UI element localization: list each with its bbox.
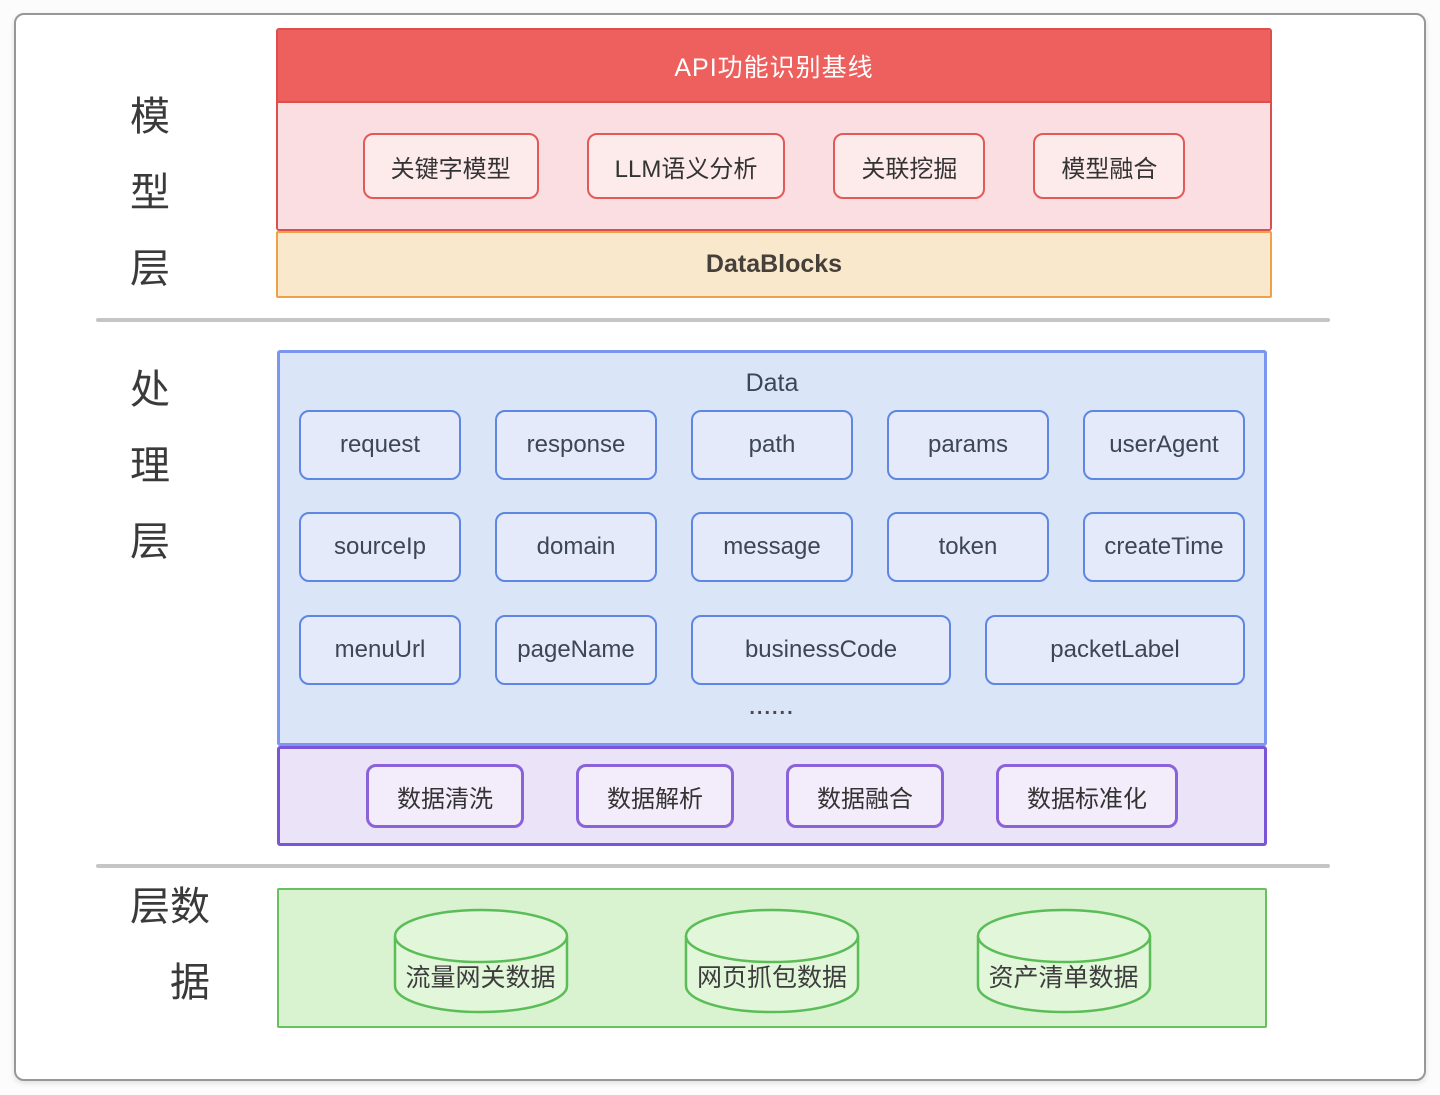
- model-layer-stack: API功能识别基线 关键字模型 LLM语义分析 关联挖掘 模型融合 DataBl…: [276, 28, 1272, 298]
- field-chip-token: token: [887, 512, 1049, 582]
- field-chip-packetlabel: packetLabel: [985, 615, 1245, 685]
- field-chip-useragent: userAgent: [1083, 410, 1245, 480]
- data-source-assets: 资产清单数据: [974, 906, 1154, 1018]
- section-divider-top: [96, 318, 1330, 322]
- step-chip-standardization: 数据标准化: [996, 764, 1178, 828]
- more-fields-ellipsis: ......: [749, 697, 795, 719]
- field-chip-menuurl: menuUrl: [299, 615, 461, 685]
- layer-label-processing: 处理层: [124, 368, 168, 596]
- field-chip-sourceip: sourceIp: [299, 512, 461, 582]
- model-body: 关键字模型 LLM语义分析 关联挖掘 模型融合: [278, 101, 1270, 229]
- data-source-label: 网页抓包数据: [696, 964, 847, 992]
- step-chip-parsing: 数据解析: [576, 764, 734, 828]
- model-frame: API功能识别基线 关键字模型 LLM语义分析 关联挖掘 模型融合: [276, 28, 1272, 231]
- field-chip-businesscode: businessCode: [691, 615, 951, 685]
- field-chip-createtime: createTime: [1083, 512, 1245, 582]
- data-source-label: 资产清单数据: [988, 964, 1139, 992]
- section-divider-bottom: [96, 864, 1330, 868]
- field-chip-pagename: pageName: [495, 615, 657, 685]
- model-chip-llm: LLM语义分析: [586, 133, 786, 199]
- field-chip-request: request: [299, 410, 461, 480]
- field-chip-message: message: [691, 512, 853, 582]
- processing-steps-box: 数据清洗 数据解析 数据融合 数据标准化: [277, 746, 1267, 846]
- diagram-card: 模型层 处理层 数据层 API功能识别基线 关键字模型 LLM语义分析 关联挖掘…: [14, 13, 1426, 1081]
- database-cylinder-icon: [393, 908, 568, 1014]
- step-chip-cleaning: 数据清洗: [366, 764, 524, 828]
- field-chip-path: path: [691, 410, 853, 480]
- layer-label-data: 数据层: [124, 885, 208, 1037]
- model-chip-association: 关联挖掘: [833, 133, 986, 199]
- database-cylinder-icon: [684, 908, 860, 1014]
- field-row-3: menuUrl pageName businessCode packetLabe…: [299, 615, 1245, 685]
- step-chip-fusion: 数据融合: [786, 764, 944, 828]
- datablocks-bar: DataBlocks: [276, 231, 1272, 298]
- data-box-title: Data: [745, 369, 799, 397]
- database-cylinder-icon: [976, 908, 1151, 1014]
- field-chip-domain: domain: [495, 512, 657, 582]
- model-chip-keyword: 关键字模型: [362, 133, 539, 199]
- field-chip-response: response: [495, 410, 657, 480]
- field-row-1: request response path params userAgent: [299, 410, 1245, 480]
- data-fields-box: Data request response path params userAg…: [277, 350, 1267, 746]
- layer-label-model: 模型层: [124, 95, 168, 323]
- data-sources-box: 流量网关数据 网页抓包数据 资产清单数据: [277, 888, 1267, 1028]
- data-source-label: 流量网关数据: [405, 964, 556, 992]
- field-chip-params: params: [887, 410, 1049, 480]
- api-baseline-header: API功能识别基线: [278, 30, 1270, 101]
- model-chip-fusion: 模型融合: [1033, 133, 1186, 199]
- data-source-traffic: 流量网关数据: [391, 906, 571, 1018]
- data-source-webcapture: 网页抓包数据: [682, 906, 862, 1018]
- field-row-2: sourceIp domain message token createTime: [299, 512, 1245, 582]
